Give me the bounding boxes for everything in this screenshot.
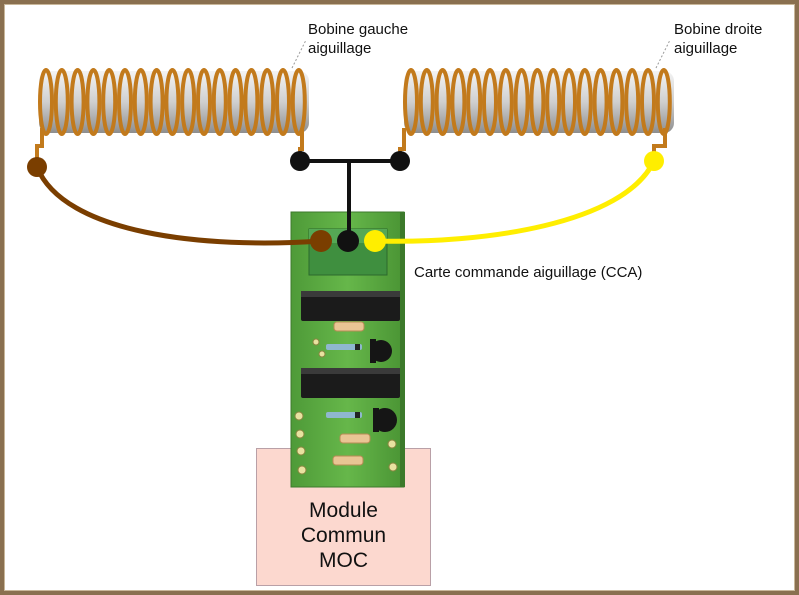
ic-1 xyxy=(301,291,400,321)
coil-turn xyxy=(466,68,483,136)
brown-wire xyxy=(34,166,322,246)
coil-turn xyxy=(243,68,260,136)
yellow-dot-coil xyxy=(644,151,664,171)
coil-turn xyxy=(259,68,276,136)
diode-2 xyxy=(326,412,362,418)
coil-turn xyxy=(529,68,546,136)
left-coil-core xyxy=(39,71,309,133)
coil-turn xyxy=(38,68,54,136)
pad-4 xyxy=(297,465,307,475)
coil-turn xyxy=(227,68,244,136)
black-dot-right xyxy=(390,151,410,171)
coil-turn xyxy=(275,68,291,136)
left-coil-label-line-1: Bobine gauche xyxy=(308,21,409,38)
pad-3 xyxy=(296,446,306,456)
coil-turn xyxy=(85,68,102,136)
pad-7 xyxy=(312,338,320,346)
black-dot-terminal xyxy=(337,230,359,252)
pcb-right-edge xyxy=(400,212,405,487)
coil-turn xyxy=(132,68,149,136)
coil-turn xyxy=(450,68,467,136)
coil-turn xyxy=(482,68,498,136)
coil-turn xyxy=(545,68,562,136)
diode-1-band xyxy=(355,344,360,350)
right-label-leader xyxy=(655,39,671,69)
coil-turn xyxy=(101,68,118,136)
coil-turn xyxy=(513,68,530,136)
board-label: Carte commande aiguillage (CCA) xyxy=(414,264,643,281)
left-coil-label-line-2: aiguillage xyxy=(308,40,372,57)
pad-6 xyxy=(388,462,398,472)
transistor-2-flat xyxy=(373,408,379,432)
coil-turn xyxy=(497,68,514,136)
pad-1 xyxy=(294,411,304,421)
transistor-1-flat xyxy=(370,339,376,363)
coil-turn xyxy=(418,68,435,136)
right-coil-label-line-1: Bobine droite xyxy=(674,21,763,38)
left-coil-turns xyxy=(38,68,307,136)
yellow-dot-terminal xyxy=(364,230,386,252)
brown-dot-coil xyxy=(27,157,47,177)
coil-turn xyxy=(403,68,419,136)
coil-turn xyxy=(434,68,451,136)
coil-turn xyxy=(561,68,577,136)
left-coil xyxy=(35,68,309,167)
coil-turn xyxy=(117,68,133,136)
resistor-3 xyxy=(332,455,364,466)
module-label-line-2: Commun xyxy=(300,524,387,547)
pad-8 xyxy=(318,350,326,358)
right-coil-label-line-2: aiguillage xyxy=(674,40,738,57)
pad-5 xyxy=(387,439,397,449)
module-label-line-1: Module xyxy=(309,499,378,522)
pad-2 xyxy=(295,429,305,439)
coil-turn xyxy=(164,68,181,136)
black-bus-wire xyxy=(300,159,400,241)
coil-turn xyxy=(640,68,656,136)
right-coil xyxy=(398,68,674,161)
yellow-wire xyxy=(374,159,657,244)
ic-1-top xyxy=(301,291,400,297)
coil-turn xyxy=(290,68,307,136)
left-coil-lead-left xyxy=(35,128,44,167)
wiring-svg xyxy=(27,39,674,488)
ic-2-top xyxy=(301,368,400,374)
ic-2 xyxy=(301,368,400,398)
resistor-1 xyxy=(333,321,365,332)
left-coil-label: Bobine gauche aiguillage xyxy=(308,20,408,58)
diode-2-band xyxy=(355,412,360,418)
left-label-leader xyxy=(291,39,307,69)
resistor-2 xyxy=(339,433,371,444)
coil-turn xyxy=(196,68,212,136)
cca-board xyxy=(290,211,405,488)
right-coil-label: Bobine droite aiguillage xyxy=(674,20,762,58)
coil-turn xyxy=(608,68,625,136)
module-label-line-3: MOC xyxy=(319,549,368,572)
right-coil-core xyxy=(404,71,674,133)
coil-turn xyxy=(624,68,641,136)
coil-turn xyxy=(53,68,70,136)
coil-turn xyxy=(69,68,86,136)
coil-turn xyxy=(576,68,593,136)
black-dot-left xyxy=(290,151,310,171)
diode-1 xyxy=(326,344,362,350)
coil-turn xyxy=(148,68,165,136)
right-coil-turns xyxy=(403,68,672,136)
module-label: Module Commun MOC xyxy=(257,498,430,573)
brown-dot-terminal xyxy=(310,230,332,252)
coil-turn xyxy=(592,68,609,136)
coil-turn xyxy=(211,68,228,136)
coil-turn xyxy=(180,68,197,136)
